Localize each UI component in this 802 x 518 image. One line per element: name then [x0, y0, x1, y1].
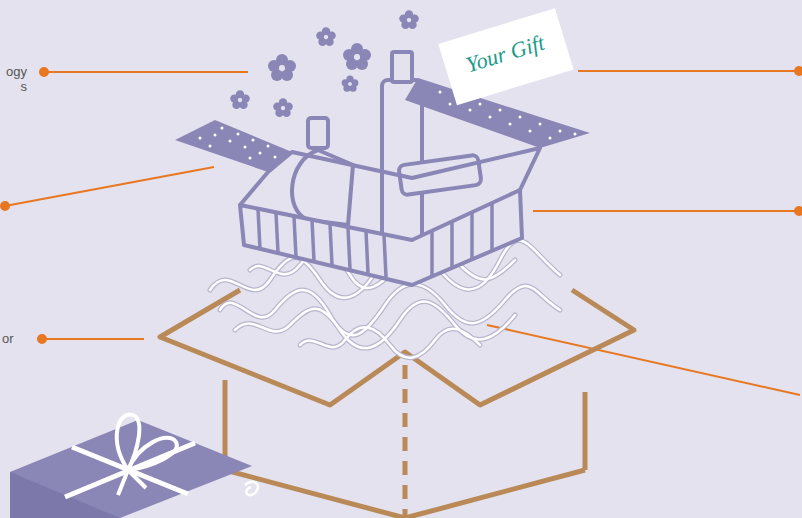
flap-dots — [199, 91, 577, 160]
flowers — [230, 10, 419, 117]
shipping-box — [160, 290, 634, 518]
gift-card — [438, 8, 573, 105]
wrapped-gift — [10, 414, 258, 518]
gift-basket — [175, 52, 590, 285]
callout-label: ogy s — [6, 64, 27, 94]
leader-lines — [1, 67, 802, 395]
callout-label: or — [2, 331, 14, 346]
